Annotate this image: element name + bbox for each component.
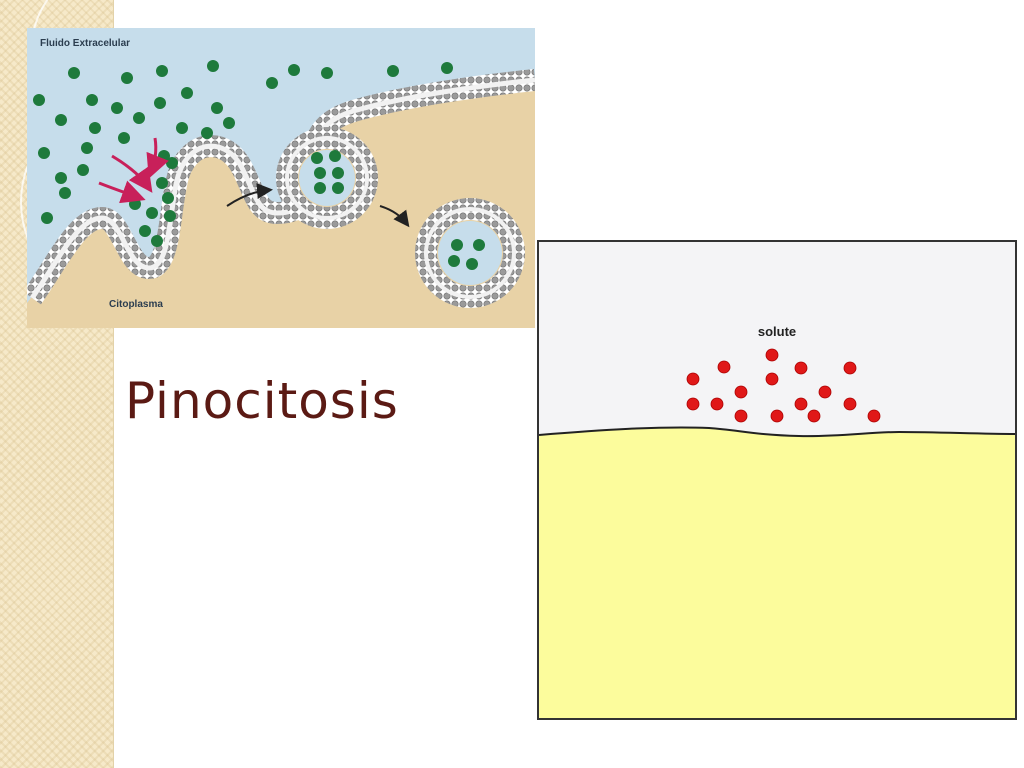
inflow-arrow: [111, 154, 153, 193]
forming-vesicle-core: [285, 136, 369, 220]
pinocytosis-animation-frame: solute: [537, 240, 1017, 720]
solute-diagram: [539, 242, 1015, 718]
inflow-arrow: [98, 180, 146, 204]
released-vesicle-lumen: [438, 221, 502, 285]
cytoplasm-label: Citoplasma: [109, 299, 163, 310]
solute-label: solute: [757, 324, 797, 339]
process-arrow: [226, 183, 273, 207]
cell-region: [539, 427, 1015, 718]
inflow-arrow: [146, 137, 169, 179]
extracellular-label: Fluido Extracelular: [40, 38, 131, 49]
released-vesicle-core: [424, 207, 516, 299]
extracellular-particles: [33, 60, 453, 247]
membrane-core: [29, 77, 535, 300]
process-arrow: [379, 205, 410, 228]
pinocytosis-figure: Fluido Extracelular Citoplasma: [27, 28, 535, 328]
pinocytosis-diagram: [27, 28, 535, 328]
slide-title: Pinocitosis: [125, 372, 399, 430]
solute-particles: [686, 348, 881, 423]
forming-vesicle-lumen: [299, 150, 355, 206]
vesicle-particles: [311, 150, 485, 270]
cell-membrane-line: [539, 426, 1015, 438]
